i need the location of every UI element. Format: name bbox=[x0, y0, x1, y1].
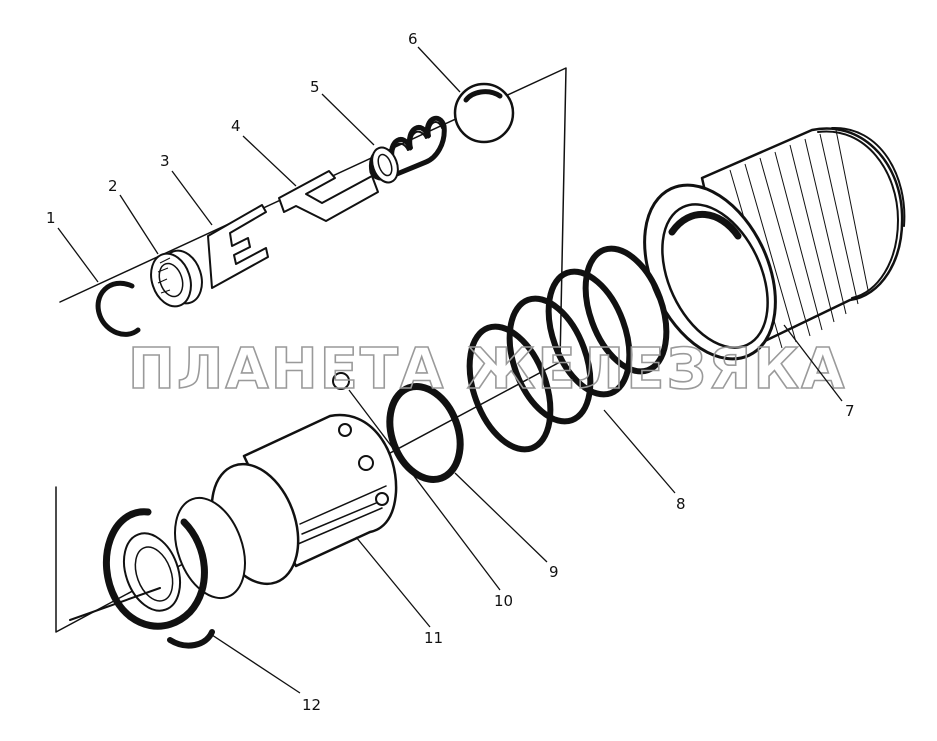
part-8-rings bbox=[466, 245, 670, 453]
part-6-ball bbox=[453, 82, 515, 144]
callout-12: 12 bbox=[302, 696, 321, 714]
callout-9: 9 bbox=[549, 563, 559, 581]
part-7-cylinder-sleeve bbox=[643, 126, 906, 361]
watermark-text: ПЛАНЕТА ЖЕЛЕЗЯКА bbox=[128, 337, 846, 402]
part-11-piston bbox=[174, 413, 398, 600]
part-1-retaining-clip bbox=[95, 280, 141, 337]
part-12-spring-washer bbox=[69, 508, 215, 649]
callout-4: 4 bbox=[231, 117, 241, 135]
part-2-bushing bbox=[150, 249, 203, 308]
callout-7: 7 bbox=[845, 402, 855, 420]
part-4-key bbox=[278, 170, 379, 222]
part-10-small-ball bbox=[332, 372, 350, 390]
callout-11: 11 bbox=[424, 629, 443, 647]
leader-lines bbox=[57, 46, 843, 694]
callout-5: 5 bbox=[310, 78, 320, 96]
callout-10: 10 bbox=[494, 592, 513, 610]
part-3-plate bbox=[207, 204, 269, 289]
part-5-spring bbox=[368, 115, 447, 184]
callout-3: 3 bbox=[160, 152, 170, 170]
callout-6: 6 bbox=[408, 30, 418, 48]
callout-1: 1 bbox=[46, 209, 56, 227]
callout-8: 8 bbox=[676, 495, 686, 513]
callout-2: 2 bbox=[108, 177, 118, 195]
part-9-o-ring bbox=[386, 383, 464, 483]
